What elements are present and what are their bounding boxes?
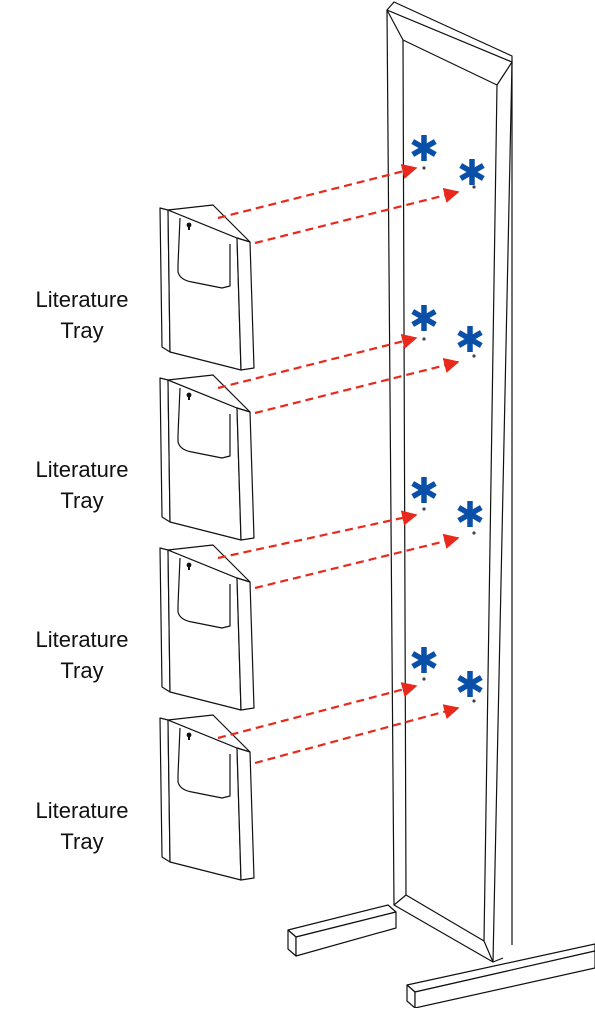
tray-label-line1: Literature bbox=[35, 287, 129, 312]
tray-label-line2: Tray bbox=[60, 829, 104, 854]
mounting-arrows bbox=[217, 163, 460, 765]
keyhole-icon bbox=[186, 732, 192, 740]
tray-label-line2: Tray bbox=[60, 488, 104, 513]
literature-tray-3 bbox=[159, 544, 255, 711]
literature-tray-2 bbox=[159, 374, 255, 541]
asterisk-icon bbox=[457, 326, 483, 352]
tray-label-line1: Literature bbox=[35, 798, 129, 823]
tray-label-line2: Tray bbox=[60, 318, 104, 343]
literature-tray-4 bbox=[159, 714, 255, 881]
asterisk-icon bbox=[457, 671, 483, 697]
asterisk-icon bbox=[411, 135, 437, 161]
mounting-markers bbox=[411, 135, 485, 697]
asterisk-icon bbox=[457, 501, 483, 527]
arrow-tray-4-left bbox=[217, 682, 418, 740]
display-stand bbox=[287, 1, 595, 1009]
tray-label-4: Literature Tray bbox=[7, 795, 157, 857]
screw-holes bbox=[422, 166, 476, 703]
asterisk-icon bbox=[411, 477, 437, 503]
keyhole-icon bbox=[186, 392, 192, 400]
tray-label-line1: Literature bbox=[35, 627, 129, 652]
arrow-tray-4-right bbox=[254, 704, 460, 765]
tray-label-1: Literature Tray bbox=[7, 284, 157, 346]
tray-label-line1: Literature bbox=[35, 457, 129, 482]
asterisk-icon bbox=[459, 159, 485, 185]
arrow-tray-2-left bbox=[217, 333, 418, 390]
keyhole-icon bbox=[186, 222, 192, 230]
tray-label-2: Literature Tray bbox=[7, 454, 157, 516]
asterisk-icon bbox=[411, 647, 437, 673]
keyhole-icon bbox=[186, 562, 192, 570]
arrow-tray-2-right bbox=[254, 357, 460, 415]
arrow-tray-3-right bbox=[254, 533, 460, 590]
literature-tray-1 bbox=[159, 204, 255, 371]
arrow-tray-1-right bbox=[254, 187, 460, 245]
arrow-tray-3-left bbox=[217, 510, 418, 560]
tray-label-line2: Tray bbox=[60, 658, 104, 683]
arrow-tray-1-left bbox=[217, 163, 418, 220]
asterisk-icon bbox=[411, 305, 437, 331]
tray-label-3: Literature Tray bbox=[7, 624, 157, 686]
